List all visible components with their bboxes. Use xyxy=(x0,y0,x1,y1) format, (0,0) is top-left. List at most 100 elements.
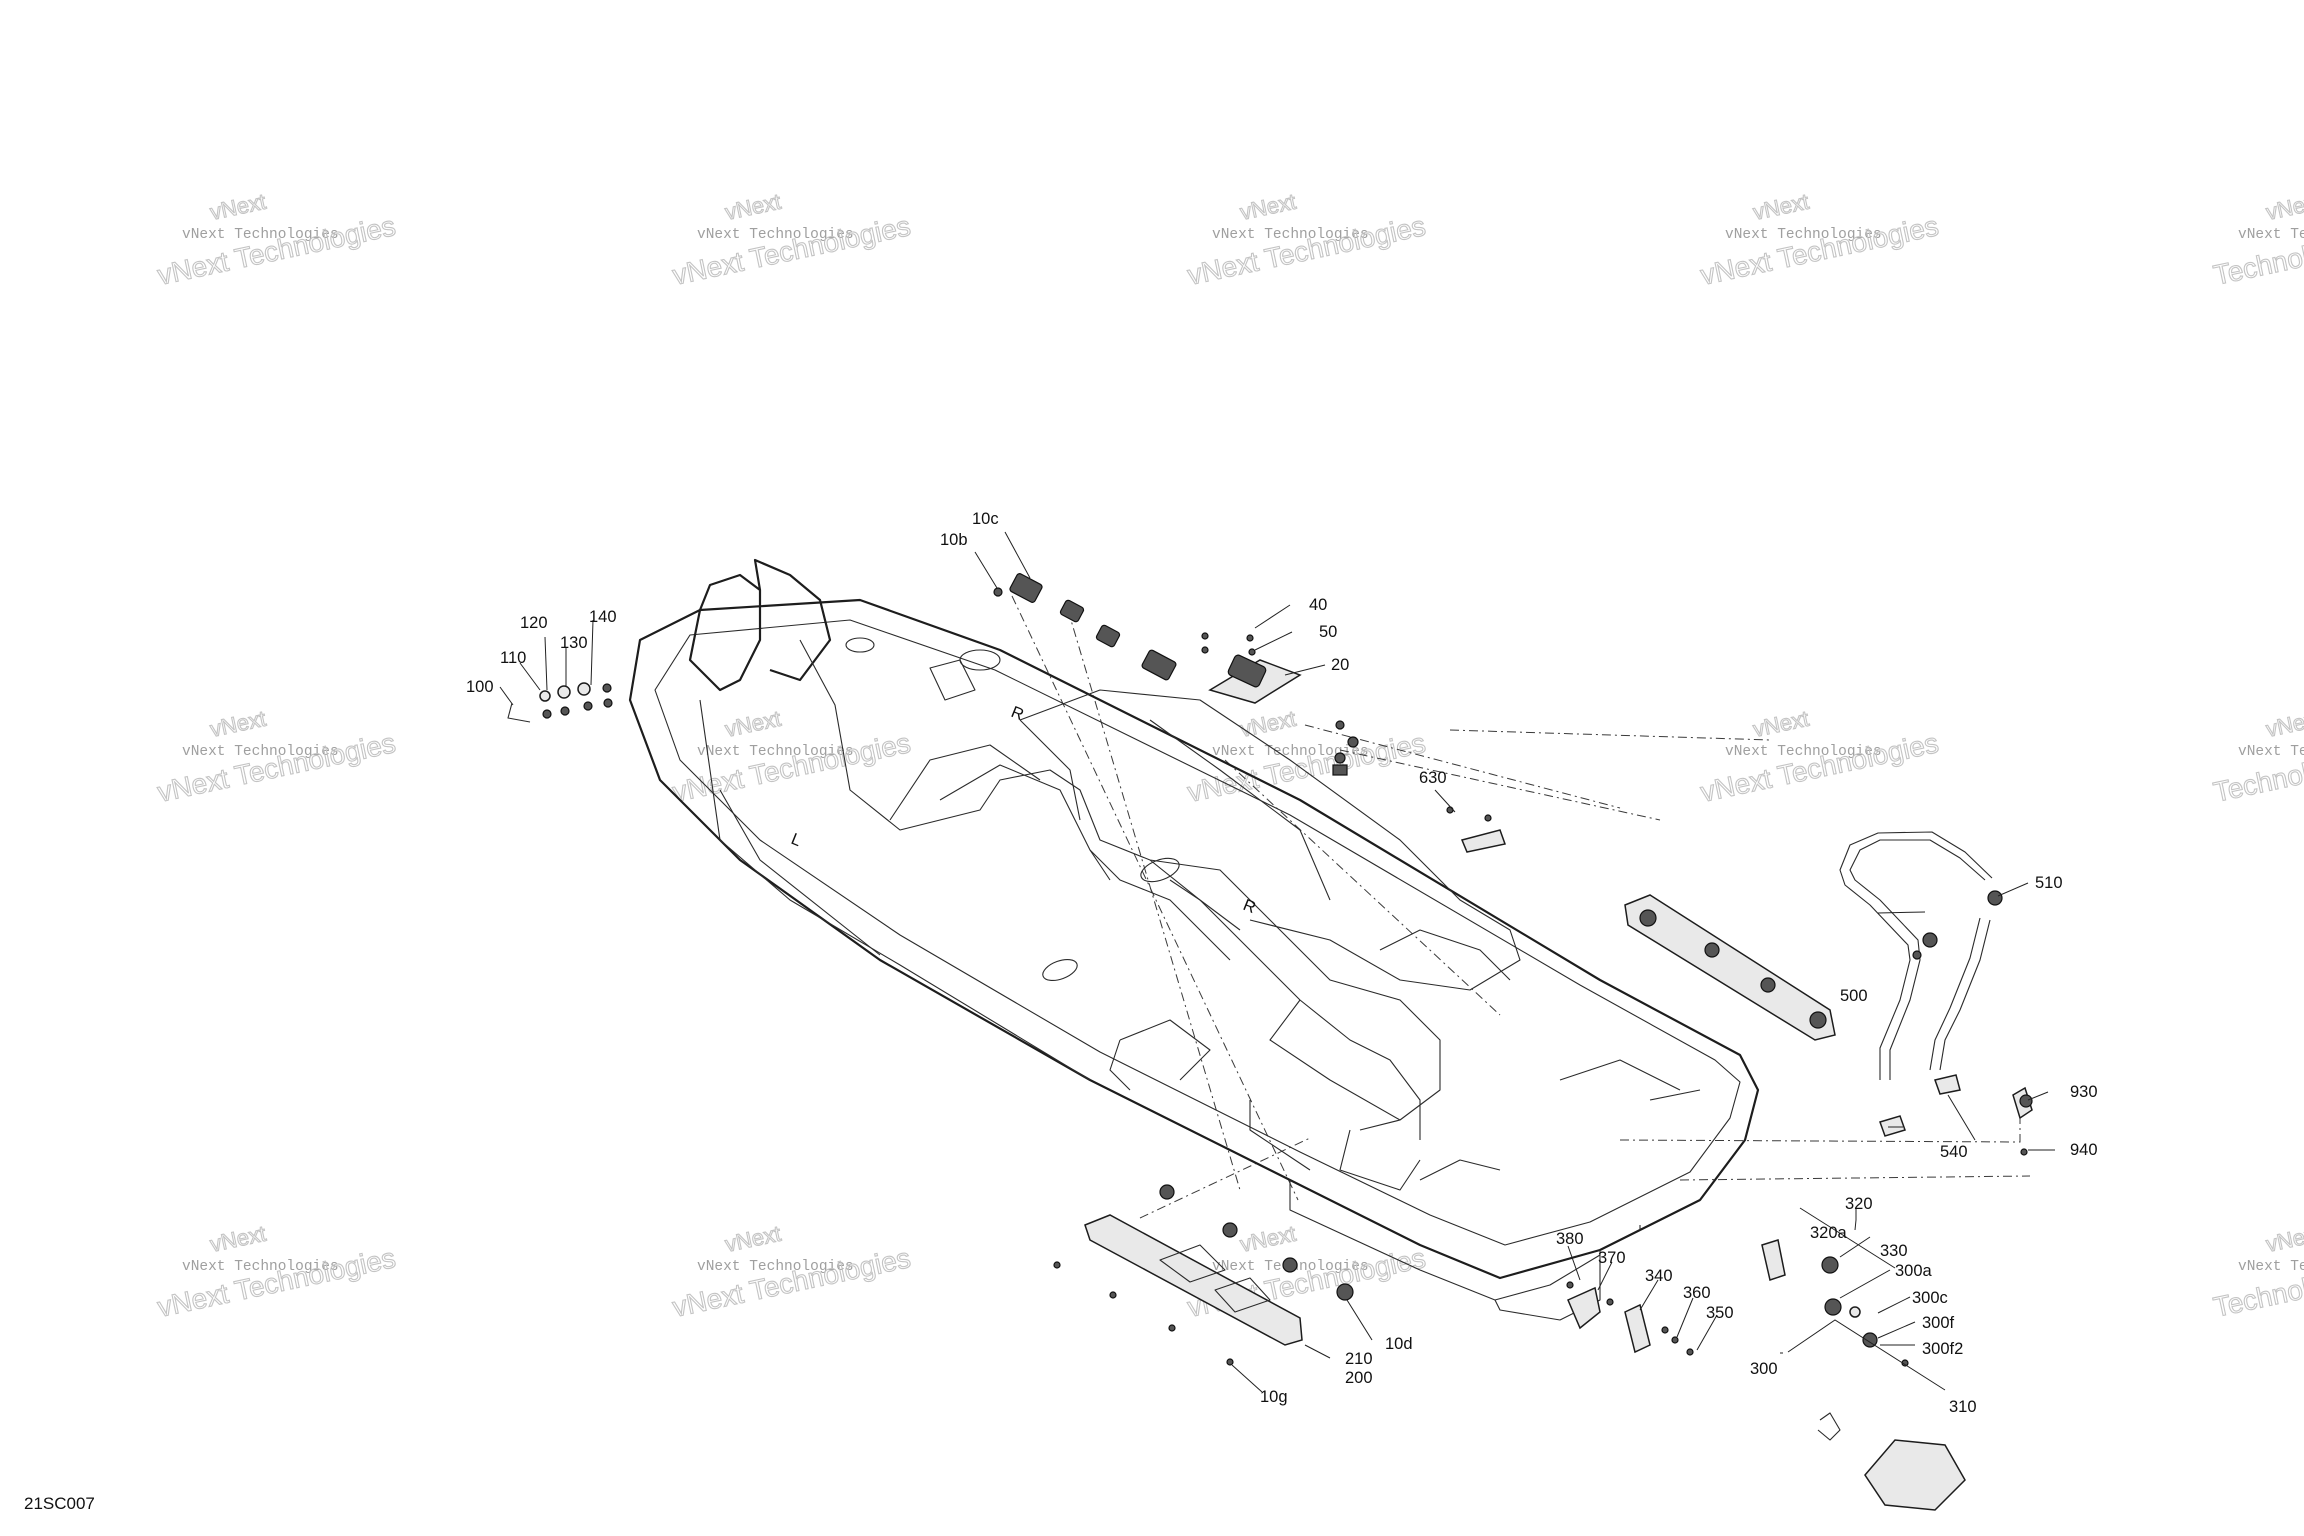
part-label: 350 xyxy=(1706,1304,1734,1322)
strip-fastener xyxy=(1159,1184,1175,1200)
clip-part xyxy=(1332,764,1348,776)
part-label: 110 xyxy=(500,649,526,667)
part-label: 630 xyxy=(1419,769,1447,787)
part-label: 300f xyxy=(1922,1314,1955,1332)
part-label: 940 xyxy=(2070,1141,2098,1159)
watermark-text: vNext Technologies xyxy=(1212,227,1369,243)
part-label: 10b xyxy=(940,531,968,549)
part-label: 500 xyxy=(1840,987,1868,1005)
watermark: vNext vNext Technologies vNext Technolog… xyxy=(1184,188,1429,291)
part-label: 510 xyxy=(2035,874,2063,892)
strip-fastener xyxy=(1336,1283,1354,1301)
part-label: 320 xyxy=(1845,1195,1873,1213)
watermark-text: vNext xyxy=(1751,189,1811,225)
watermark-text: vNext Technologies xyxy=(1212,744,1369,760)
watermark-text: vNext xyxy=(208,706,268,742)
rub-strip-part xyxy=(1084,1214,1303,1346)
u-bolt-part xyxy=(507,702,531,723)
part-label: 100 xyxy=(466,678,494,696)
bracket-part xyxy=(1761,1239,1786,1281)
strip-fastener xyxy=(1639,909,1657,927)
cover-part xyxy=(1864,1439,1966,1511)
watermark: vNext vNext Technologies Technologies xyxy=(2210,705,2304,808)
part-label: 330 xyxy=(1880,1242,1908,1260)
watermark-text: vNext Technologies xyxy=(182,227,339,243)
part-label: 10d xyxy=(1385,1335,1413,1353)
hose-part xyxy=(1839,831,1993,1080)
plate-part xyxy=(1460,829,1506,853)
part-label: 50 xyxy=(1319,623,1337,641)
part-label: 300f2 xyxy=(1922,1340,1963,1358)
hull-body xyxy=(628,558,1760,1321)
leader-lines xyxy=(499,531,2055,1393)
watermark-text: vNext Technologies xyxy=(155,727,398,808)
part-label: 130 xyxy=(560,634,588,652)
fitting-part xyxy=(1922,932,1938,948)
watermark-text: vNext Technologies xyxy=(2238,1259,2304,1275)
watermark: vNext vNext Technologies vNext Technolog… xyxy=(154,1220,399,1323)
hull-letter: R xyxy=(1241,896,1259,917)
watermark: vNext vNext Technologies vNext Technolog… xyxy=(669,705,914,808)
strip-detail xyxy=(1214,1277,1271,1313)
washer-part xyxy=(539,690,551,702)
part-label: 300a xyxy=(1895,1262,1933,1280)
screw-part xyxy=(1053,1261,1061,1269)
screw-part xyxy=(1484,814,1492,822)
assembly-centerlines xyxy=(1011,595,2031,1219)
strip-fastener xyxy=(1704,942,1720,958)
watermark-text: vNext Technologies xyxy=(182,744,339,760)
watermark-text: vNext Technologies xyxy=(1185,727,1428,808)
strip-fastener xyxy=(1282,1257,1298,1273)
part-label: 10c xyxy=(972,510,999,528)
part-label: 200 xyxy=(1345,1369,1373,1387)
hose-part xyxy=(1929,917,1981,1071)
clip-part xyxy=(1009,573,1043,603)
part-label: 300c xyxy=(1912,1289,1948,1307)
drain-part xyxy=(1624,1303,1651,1354)
watermark-text: vNext xyxy=(1751,706,1811,742)
fitting-part xyxy=(1821,1256,1839,1274)
watermark-text: vNext xyxy=(2264,706,2304,742)
screw-part xyxy=(1335,720,1345,730)
watermark-text: vNext xyxy=(723,189,783,225)
part-label: 930 xyxy=(2070,1083,2098,1101)
screw-part xyxy=(1671,1336,1679,1344)
hull-letter: L xyxy=(789,830,804,850)
strip-fastener xyxy=(1809,1011,1827,1029)
bracket-part xyxy=(2019,1094,2033,1108)
fitting-part xyxy=(1824,1298,1842,1316)
watermark-text: vNext Technologies xyxy=(155,210,398,291)
part-label: 300 xyxy=(1750,1360,1778,1378)
clip-part xyxy=(1141,649,1177,681)
watermark-text: vNext Technologies xyxy=(1698,210,1941,291)
watermark-text: vNext xyxy=(723,1221,783,1257)
watermark: vNext vNext Technologies vNext Technolog… xyxy=(154,188,399,291)
part-labels: 10c 10b 40 50 20 120 140 130 110 100 630… xyxy=(466,510,2098,1416)
watermark-text: vNext xyxy=(723,706,783,742)
screw-part xyxy=(1201,632,1209,640)
handle-part xyxy=(1227,654,1267,688)
watermark-text: vNext Technologies xyxy=(697,744,854,760)
clip-part xyxy=(1095,624,1121,648)
hull-letter: R xyxy=(1009,703,1027,724)
watermark-text: vNext Technologies xyxy=(1725,227,1882,243)
clip-part xyxy=(1059,599,1085,623)
screw-part xyxy=(1661,1326,1669,1334)
washer-part xyxy=(583,701,593,711)
screw-part xyxy=(2020,1148,2028,1156)
watermark: vNext vNext Technologies vNext Technolog… xyxy=(154,705,399,808)
part-label: 370 xyxy=(1598,1249,1626,1267)
watermark: vNext vNext Technologies Technologies xyxy=(2210,188,2304,291)
part-label: 540 xyxy=(1940,1143,1968,1161)
watermark-text: vNext Technologies xyxy=(1185,210,1428,291)
part-label: 380 xyxy=(1556,1230,1584,1248)
rub-strip-part xyxy=(1624,894,1836,1041)
watermark-text: vNext Technologies xyxy=(670,727,913,808)
washer-part xyxy=(542,709,552,719)
watermark-text: vNext Technologies xyxy=(1698,727,1941,808)
watermark: vNext vNext Technologies vNext Technolog… xyxy=(1697,705,1942,808)
watermark-text: vNext Technologies xyxy=(2238,744,2304,760)
screw-part xyxy=(1446,806,1454,814)
